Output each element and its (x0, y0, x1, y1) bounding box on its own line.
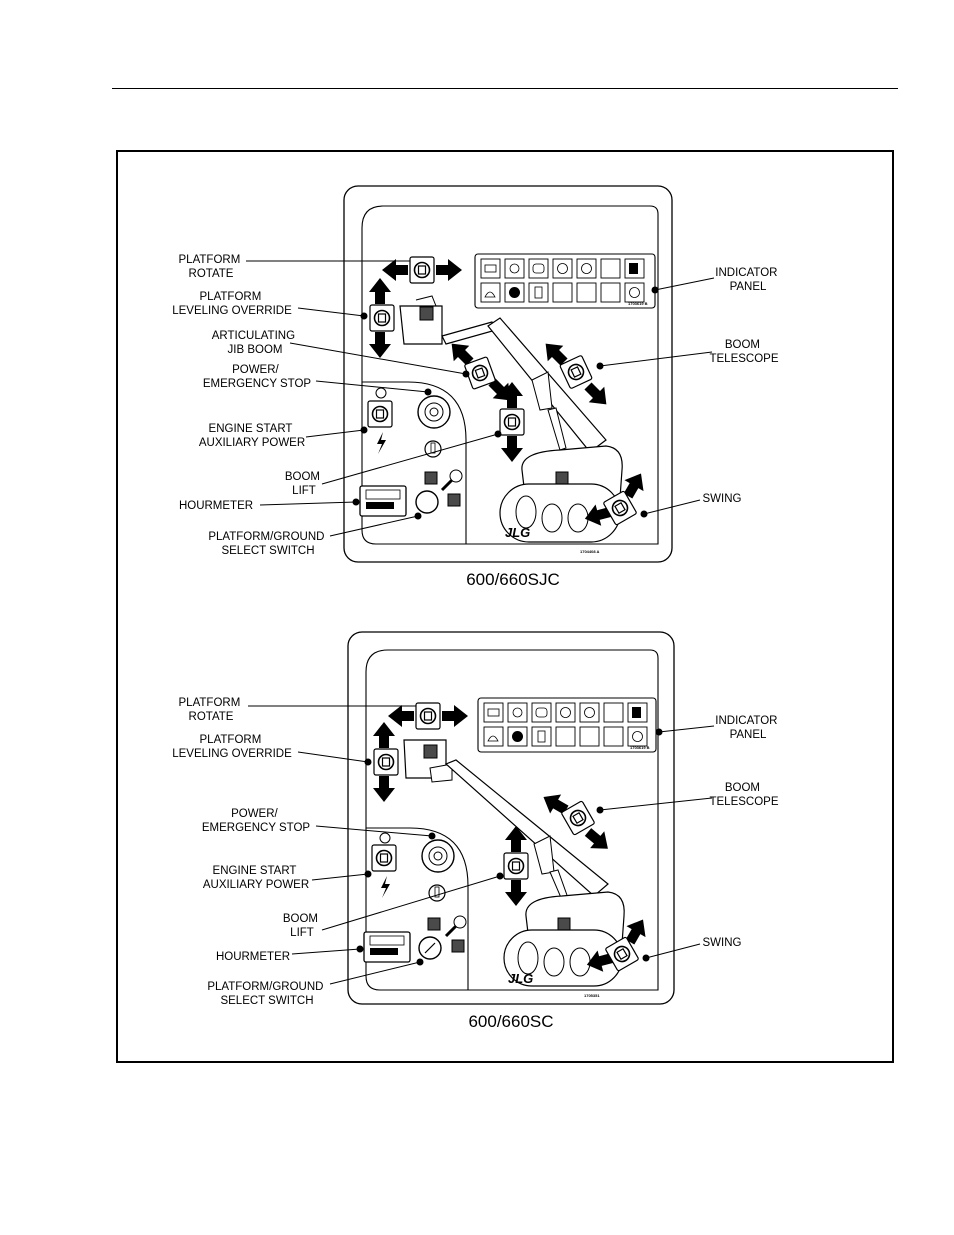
lightning-icon (377, 432, 386, 454)
label-platform-ground-select-switch: PLATFORM/GROUND SELECT SWITCH (207, 981, 326, 1007)
tilt-alarm-icon (581, 263, 592, 274)
panel-sjc: 1703619 B (172, 185, 780, 589)
gear-icon (512, 731, 523, 742)
panel-sc-leader-lines (248, 705, 715, 985)
label-hourmeter: HOURMETER (179, 500, 253, 512)
power-icon (375, 387, 387, 399)
indicator-part-number: 1703619 B (630, 745, 650, 750)
jlg-logo: JLG (508, 971, 533, 986)
label-swing: SWING (703, 493, 742, 505)
panel-sjc-select-switch[interactable] (415, 469, 463, 514)
jlg-logo: JLG (505, 525, 530, 540)
panel-sjc-hourmeter (359, 485, 407, 517)
panel-sc-contour (365, 649, 659, 991)
temperature-icon (557, 263, 568, 274)
gear-icon (509, 287, 520, 298)
battery-icon (487, 708, 500, 717)
panel-sjc-leader-lines (246, 260, 715, 537)
label-boom-lift: BOOM LIFT (283, 913, 321, 939)
tilt-alarm-icon (584, 707, 595, 718)
panel-sjc-emergency-stop-button[interactable] (417, 395, 451, 458)
panel-sjc-contour (361, 205, 659, 545)
panel-sjc-main-boom (487, 317, 607, 453)
oil-pressure-icon (509, 263, 520, 274)
label-platform-rotate: PLATFORM ROTATE (179, 254, 244, 280)
label-hourmeter: HOURMETER (216, 951, 290, 963)
creep-icon (537, 730, 546, 743)
footswitch-icon (487, 735, 499, 742)
label-indicator-panel: INDICATOR PANEL (715, 267, 780, 293)
caption-sjc: 600/660SJC (466, 570, 560, 589)
motor-icon (629, 287, 640, 298)
fuel-icon (629, 263, 638, 274)
lightning-icon (381, 876, 390, 898)
label-engine-start-auxiliary-power: ENGINE START AUXILIARY POWER (203, 865, 309, 891)
panel-sc-indicator-panel: 1703619 B (477, 697, 657, 753)
panel-sc-boom-lift-switch[interactable] (503, 826, 529, 906)
motor-icon (632, 731, 643, 742)
label-boom-telescope: BOOM TELESCOPE (709, 339, 778, 365)
temperature-icon (560, 707, 571, 718)
glow-plug-icon (532, 263, 545, 274)
panel-sjc-part-number: 1704408 A (580, 549, 600, 554)
panel-sc-hourmeter (363, 931, 411, 963)
panel-sc-select-switch[interactable] (418, 915, 467, 960)
label-platform-ground-select-switch: PLATFORM/GROUND SELECT SWITCH (208, 531, 327, 557)
panel-sjc-platform (399, 295, 497, 345)
panel-sc-platform-rotate-switch[interactable] (388, 702, 468, 730)
label-platform-leveling-override: PLATFORM LEVELING OVERRIDE (172, 734, 292, 760)
oil-pressure-icon (512, 707, 523, 718)
panel-sc-chassis (503, 891, 625, 987)
label-articulating-jib-boom: ARTICULATING JIB BOOM (212, 330, 298, 356)
panel-sc-platform (403, 739, 453, 783)
label-swing: SWING (703, 937, 742, 949)
header-rule (112, 88, 898, 89)
panel-sjc-engine-start-switch[interactable] (367, 387, 393, 454)
panel-sc-engine-start-switch[interactable] (371, 832, 397, 898)
label-indicator-panel: INDICATOR PANEL (715, 715, 780, 741)
panel-sc-part-number: 1705351 (584, 993, 600, 998)
fuel-icon (632, 707, 641, 718)
caption-sc: 600/660SC (468, 1012, 553, 1031)
battery-icon (484, 264, 497, 273)
label-boom-telescope: BOOM TELESCOPE (709, 782, 778, 808)
panel-sjc-boom-lift-switch[interactable] (499, 382, 525, 462)
power-icon (379, 832, 391, 844)
creep-icon (534, 286, 543, 299)
label-platform-rotate: PLATFORM ROTATE (179, 697, 244, 723)
figure-frame (116, 150, 894, 1063)
panel-sjc-indicator-panel: 1703619 B (474, 253, 656, 309)
label-power-emergency-stop: POWER/ EMERGENCY STOP (202, 808, 311, 834)
label-boom-lift: BOOM LIFT (285, 471, 323, 497)
label-engine-start-auxiliary-power: ENGINE START AUXILIARY POWER (199, 423, 305, 449)
label-power-emergency-stop: POWER/ EMERGENCY STOP (203, 364, 312, 390)
label-platform-leveling-override: PLATFORM LEVELING OVERRIDE (172, 291, 292, 317)
glow-plug-icon (535, 707, 548, 718)
panel-sc: 1703619 B (172, 631, 780, 1031)
panel-sc-emergency-stop-button[interactable] (421, 839, 455, 902)
panel-sc-main-boom (444, 759, 609, 901)
panel-sjc-chassis (499, 445, 623, 543)
indicator-part-number: 1703619 B (628, 301, 648, 306)
footswitch-icon (484, 291, 496, 298)
